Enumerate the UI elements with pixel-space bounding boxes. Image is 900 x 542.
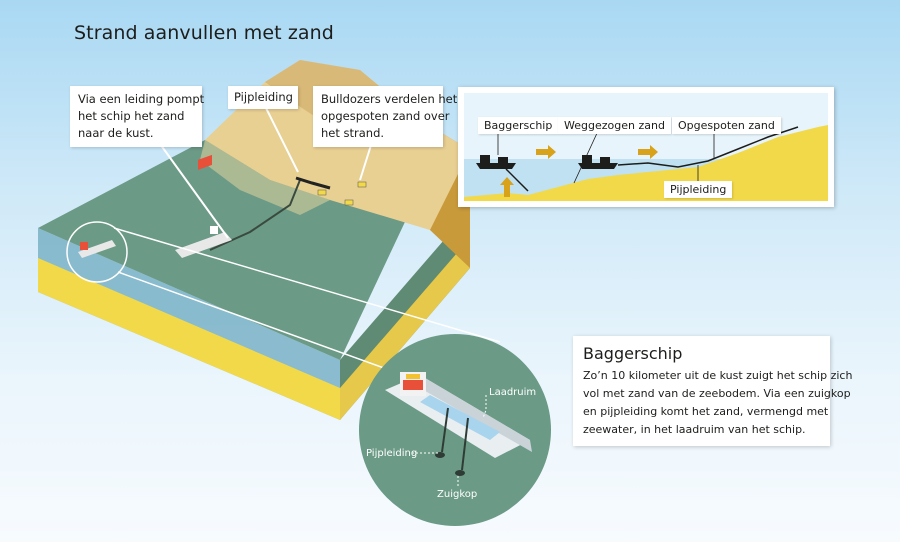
zoomed-dredger-ship — [385, 372, 532, 476]
block-left-face-sand — [38, 258, 340, 420]
pointer-line — [359, 141, 373, 181]
pipeline-beach-end — [295, 176, 331, 190]
pipeline-line — [209, 179, 301, 251]
bulldozer-icon — [344, 199, 354, 206]
arrow-up-icon — [500, 177, 514, 197]
zoom-label-pijpleiding: Pijpleiding — [366, 448, 418, 459]
info-box-baggerschip: Baggerschip Zo’n 10 kilometer uit de kus… — [573, 336, 853, 446]
zoom-connector-line — [113, 227, 501, 343]
cross-section-diagram — [464, 93, 828, 201]
pointer-line — [149, 129, 229, 239]
info-heading: Baggerschip — [583, 344, 683, 363]
arrow-right-icon — [638, 145, 658, 159]
callout-pijpleiding: Pijpleiding — [228, 86, 298, 109]
block-right-face-sand — [340, 238, 470, 420]
info-text: Zo’n 10 kilometer uit de kust zuigt het … — [583, 369, 853, 436]
pointer-line — [263, 103, 299, 173]
pointer-line — [573, 130, 599, 184]
page-title: Strand aanvullen met zand — [74, 22, 334, 44]
dredger-ship-large — [175, 154, 232, 258]
zoom-label-laadruim: Laadruim — [489, 387, 537, 398]
inset-label-opgespoten: Opgespoten zand — [672, 117, 781, 134]
inset-suction-pipe — [505, 168, 529, 192]
laadruim-indicator — [482, 395, 487, 419]
seabed-sand — [464, 125, 828, 201]
bulldozer-icon — [317, 189, 327, 196]
inset-label-baggerschip: Baggerschip — [478, 117, 559, 134]
bulldozer-icon — [357, 181, 367, 188]
callout-leiding: Via een leiding pompt het schip het zand… — [70, 86, 204, 147]
inset-discharge-pipe — [617, 126, 799, 168]
cross-section-inset: Baggerschip Weggezogen zand Opgespoten z… — [458, 87, 834, 207]
zoom-highlight-circle — [66, 221, 128, 283]
dredger-ship-small — [78, 240, 116, 258]
inset-dredger-ship — [578, 155, 618, 169]
callout-bulldozers: Bulldozers verdelen het opgespoten zand … — [313, 86, 457, 147]
zoom-label-zuigkop: Zuigkop — [437, 489, 478, 500]
inset-dredger-ship — [476, 155, 516, 169]
wet-sand — [200, 140, 330, 215]
zoom-connector-line — [117, 271, 396, 373]
arrow-right-icon — [536, 145, 556, 159]
inset-label-weggezogen: Weggezogen zand — [558, 117, 671, 134]
inset-label-pijpleiding: Pijpleiding — [664, 181, 733, 198]
